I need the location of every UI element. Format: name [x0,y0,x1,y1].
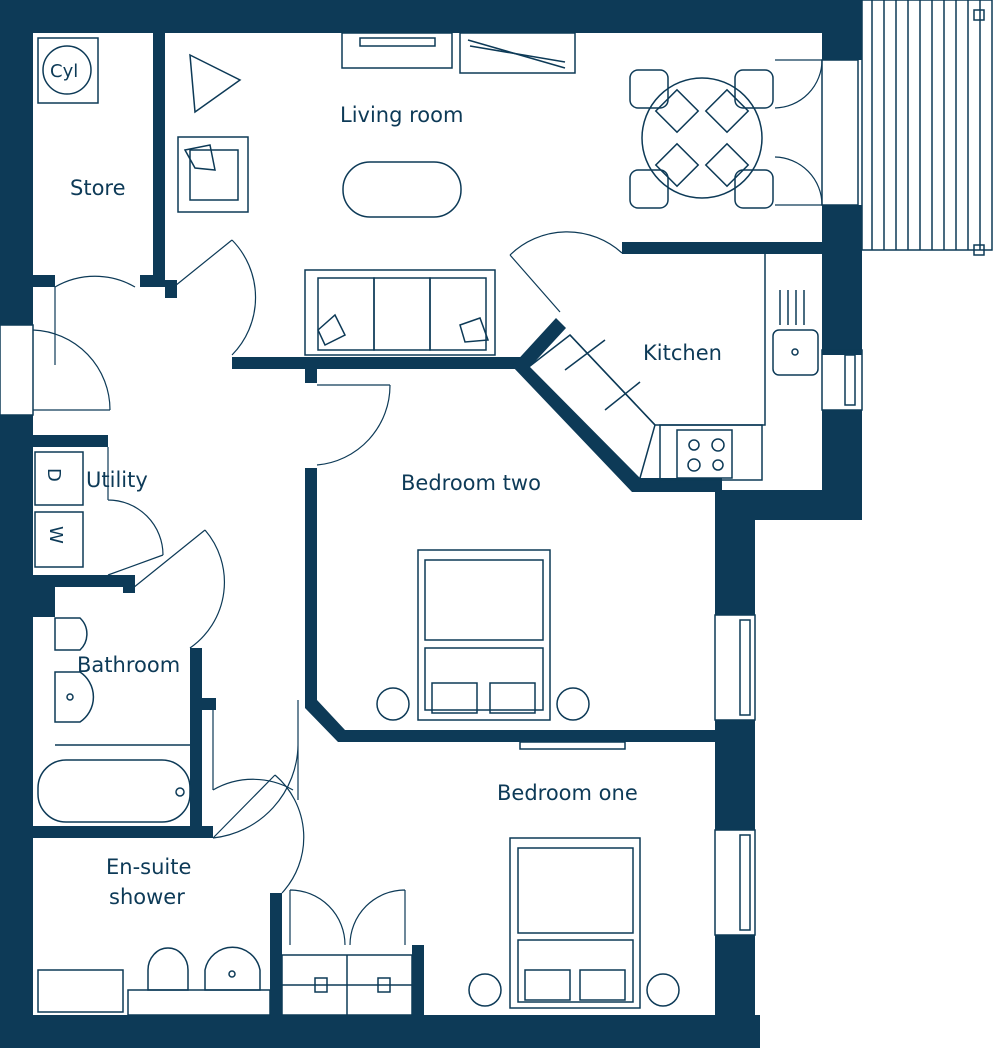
wall-right-upper2 [822,205,862,355]
bed-icon [417,549,551,721]
label-kitchen: Kitchen [643,341,722,365]
label-bathroom: Bathroom [77,653,180,677]
sink-icon [772,290,819,376]
bathtub-icon [37,744,191,823]
bedside-lamp-icon [376,687,590,721]
wall-right-upper [822,0,862,60]
wall-bedroom2-left [305,468,317,703]
washer-icon: W [34,511,84,568]
dryer-label: D [43,468,64,482]
label-ensuite-line1: En-suite [106,855,191,879]
wall-top [0,0,862,33]
toilet-icon [147,947,189,991]
wall-store-right [153,33,165,280]
dryer-icon: D [34,451,84,506]
wall-living-bottom [232,357,522,369]
wall-right-lower3 [715,935,755,1048]
wall-right-lower [715,490,755,615]
kitchen-counter [529,254,766,481]
wall-bedroom2-corner [305,700,722,742]
dining-table-icon [629,69,774,209]
label-living-room: Living room [340,103,463,127]
armchair-icon [177,136,249,213]
wall-bathroom-bottom [33,826,213,838]
wall-bathroom-stub [202,698,216,710]
wall-living-stub [305,369,317,383]
cylinder-label: Cyl [50,61,78,82]
label-ensuite-line2: shower [109,885,185,909]
label-store: Store [70,176,126,200]
wall-bathroom-right [190,648,202,838]
washer-label: W [45,526,66,544]
wall-diagonal [512,318,722,492]
wall-utility-bottom [33,575,133,587]
tv-unit-icon [519,741,626,750]
toilet-icon [54,617,88,651]
wall-kitchen-top [622,242,822,254]
wall-bathroom-top [33,587,55,617]
lamp-icon [189,53,242,114]
wall-left-middle [0,415,33,615]
balcony-door [774,59,859,206]
wall-utility-right-stub [123,575,135,593]
wall-wardrobe-right [412,945,424,1015]
wall-store-bottom [33,275,55,287]
wall-left-upper [0,0,33,325]
balcony-icon [861,0,993,256]
cylinder-icon: Cyl [37,37,99,104]
label-bedroom-one: Bedroom one [497,781,638,805]
wall-store-bottom2 [140,275,165,287]
wall-bottom [0,1015,760,1048]
coffee-table-icon [342,161,462,218]
basin-icon [54,671,95,723]
door-swing-icon [32,231,623,946]
label-utility: Utility [86,468,148,492]
walls [0,0,862,1048]
vanity-counter [127,989,271,1016]
basin-icon [204,946,261,991]
wall-utility-top [33,435,108,447]
sideboard-icon [459,32,576,74]
wardrobe-icon [281,954,413,1016]
window-icon [0,324,863,936]
wall-ensuite-right [270,893,282,1015]
label-bedroom-two: Bedroom two [401,471,541,495]
hob-icon [676,429,733,479]
room-labels: Living room Store Kitchen Bedroom two Ut… [70,103,722,909]
bedside-lamp-icon [468,973,680,1007]
tv-unit-icon [341,32,453,69]
shower-tray [37,969,124,1013]
bed-icon [509,837,641,1009]
sofa-icon [304,269,496,356]
wall-left-lower [0,615,33,1048]
